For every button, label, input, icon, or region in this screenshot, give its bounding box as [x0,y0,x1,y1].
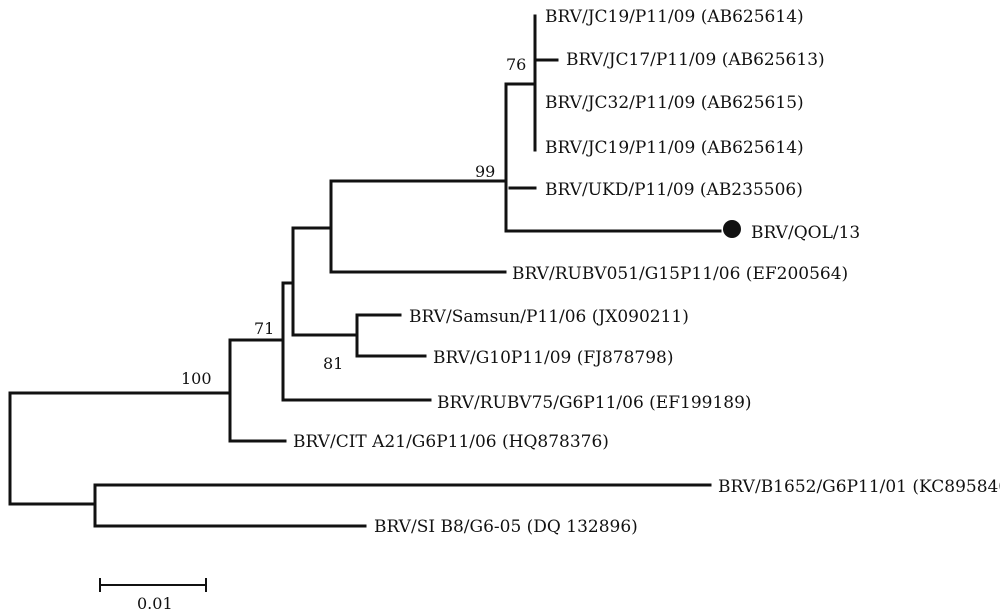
bootstrap-label: 71 [254,319,274,338]
taxon-label: BRV/Samsun/P11/06 (JX090211) [409,307,689,327]
taxon-label: BRV/JC32/P11/09 (AB625615) [545,93,804,113]
taxon-label: BRV/UKD/P11/09 (AB235506) [545,180,803,200]
taxon-label: BRV/RUBV051/G15P11/06 (EF200564) [512,264,848,284]
taxon-label: BRV/RUBV75/G6P11/06 (EF199189) [437,393,752,413]
taxon-label: BRV/B1652/G6P11/01 (KC895840) [718,477,1000,497]
filled-circle-icon [723,220,741,238]
taxon-label: BRV/QOL/13 [751,223,860,243]
bootstrap-label: 99 [475,162,495,181]
taxon-label: BRV/G10P11/09 (FJ878798) [433,348,674,368]
bootstrap-label: 81 [323,354,343,373]
taxon-label: BRV/SI B8/G6-05 (DQ 132896) [374,517,638,537]
taxon-label: BRV/JC19/P11/09 (AB625614) [545,7,804,27]
taxon-label: BRV/CIT A21/G6P11/06 (HQ878376) [293,432,609,452]
taxon-label: BRV/JC19/P11/09 (AB625614) [545,138,804,158]
bootstrap-label: 100 [181,369,212,388]
scale-bar-label: 0.01 [137,594,173,613]
bootstrap-label: 76 [506,55,526,74]
taxon-label: BRV/JC17/P11/09 (AB625613) [566,50,825,70]
